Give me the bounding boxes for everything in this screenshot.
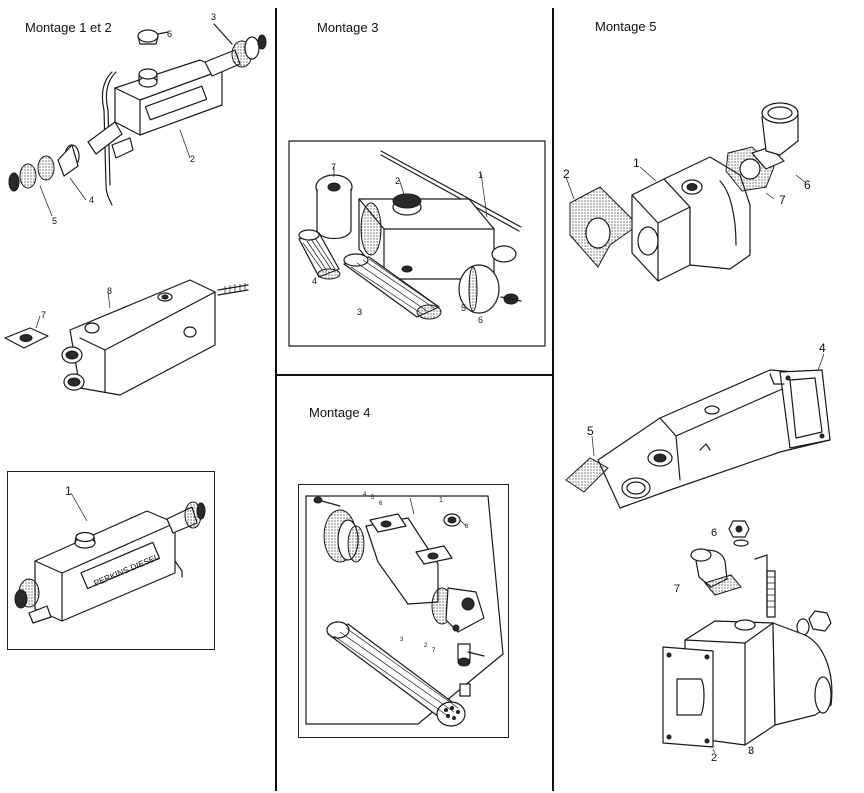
callout-m5-3-bottom: 3 [748, 745, 755, 757]
exploded-cooler-montage-3 [289, 139, 545, 346]
callout-m5-2-bottom: 2 [711, 752, 718, 764]
callout-m3-1: 1 [478, 170, 484, 180]
divider-right [552, 8, 554, 791]
callout-m4-3: 3 [400, 637, 404, 643]
manifold-montage-1-2 [0, 270, 275, 410]
callout-m4-5: 5 [371, 495, 375, 501]
exploded-cooler-montage-4 [298, 484, 509, 738]
callout-m4-6: 6 [379, 501, 383, 507]
callout-m4-8: 8 [465, 524, 469, 530]
callout-7: 7 [41, 310, 47, 320]
callout-4: 4 [89, 195, 95, 205]
callout-m3-7: 7 [331, 162, 337, 172]
callout-m5-1: 1 [633, 156, 640, 170]
callout-m5-6-bottom: 6 [711, 527, 718, 539]
callout-5: 5 [52, 216, 58, 226]
callout-8: 8 [107, 286, 113, 296]
exploded-cooler-montage-1-2 [0, 10, 275, 235]
callout-m3-5: 5 [461, 303, 467, 313]
callout-m3-2: 2 [395, 176, 401, 186]
callout-m5-6: 6 [804, 178, 811, 192]
callout-m5-7: 7 [779, 193, 786, 207]
callout-m5-7-bottom: 7 [674, 583, 681, 595]
section-title-montage-1-2: Montage 1 et 2 [25, 20, 112, 35]
exploded-assembly-montage-5 [655, 515, 840, 755]
callout-m5-4: 4 [819, 341, 826, 355]
callout-m3-3: 3 [357, 307, 363, 317]
divider-left [275, 8, 277, 791]
callout-2: 2 [190, 154, 196, 164]
callout-1-assembly: 1 [65, 484, 72, 498]
exploded-elbow-montage-5 [560, 95, 830, 295]
callout-m4-2: 2 [424, 643, 428, 649]
callout-m4-7: 7 [432, 648, 436, 654]
divider-middle [275, 374, 553, 376]
callout-m4-1: 1 [439, 497, 443, 504]
callout-m3-4: 4 [312, 276, 318, 286]
callout-m5-5: 5 [587, 424, 594, 438]
callout-m4-4: 4 [363, 492, 367, 498]
callout-3: 3 [211, 12, 217, 22]
section-title-montage-5: Montage 5 [595, 19, 657, 34]
callout-m5-2: 2 [563, 167, 570, 181]
section-title-montage-4: Montage 4 [309, 405, 371, 420]
callout-6: 6 [167, 29, 173, 39]
callout-m3-6: 6 [478, 315, 484, 325]
assembly-frame-montage-4 [298, 484, 509, 738]
section-title-montage-3: Montage 3 [317, 20, 379, 35]
long-manifold-montage-5 [560, 340, 840, 525]
cooler-assembly-montage-1-2: PERKINS DIESEL [7, 471, 215, 650]
assembly-frame-montage-1-2 [7, 471, 215, 650]
